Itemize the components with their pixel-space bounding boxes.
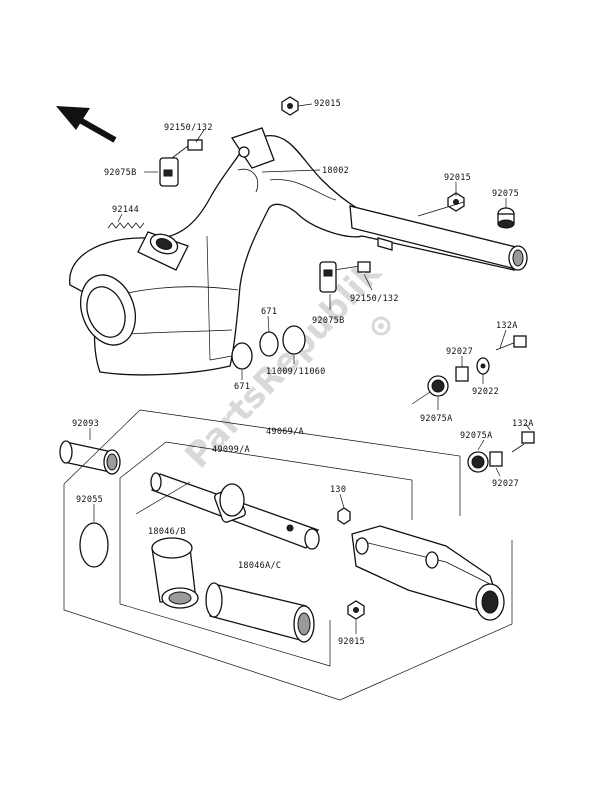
nut-92015-bottom [347, 600, 365, 620]
label-18002: 18002 [322, 166, 349, 176]
assembly-frame [63, 409, 513, 701]
spring-92144 [107, 222, 145, 229]
label-92093: 92093 [72, 419, 99, 429]
label-671-b: 671 [234, 382, 250, 392]
leader-lines [89, 103, 531, 634]
rubber-mount-92075B-mid [319, 261, 337, 293]
label-18046AC: 18046A/C [238, 561, 281, 571]
bolt-132A-a [495, 335, 527, 351]
label-92027-b: 92027 [492, 479, 519, 489]
joint-pipe-92093 [59, 440, 121, 475]
label-132A-a: 132A [496, 321, 518, 331]
bolt-132A-b [511, 431, 535, 453]
label-92055: 92055 [76, 495, 103, 505]
gear-watermark-icon [371, 316, 391, 336]
label-92015-top: 92015 [314, 99, 341, 109]
bolt-92150-top [171, 139, 203, 159]
front-direction-arrow-icon [56, 106, 117, 143]
gasket-92055 [79, 522, 109, 568]
nut-92015-top [281, 96, 299, 116]
label-49099A: 49099/A [212, 445, 250, 455]
label-92015-bottom: 92015 [338, 637, 365, 647]
rubber-92075A-a [427, 375, 449, 397]
packing-18046B [151, 537, 199, 609]
label-671-a: 671 [261, 307, 277, 317]
label-92150-132-top: 92150/132 [164, 123, 213, 133]
label-92150-132-mid: 92150/132 [350, 294, 399, 304]
label-92015-mid: 92015 [444, 173, 471, 183]
label-18046B: 18046/B [148, 527, 186, 537]
label-49069A: 49069/A [266, 427, 304, 437]
label-92075-mid: 92075 [492, 189, 519, 199]
packing-18046AC [205, 582, 315, 643]
inner-pipe-49099A [150, 472, 320, 550]
o-ring-671-a [259, 331, 279, 357]
label-92075A-b: 92075A [460, 431, 493, 441]
o-ring-671-b [231, 342, 253, 370]
label-92075A-a: 92075A [420, 414, 453, 424]
collar-92027-a [455, 366, 469, 382]
rubber-92075A-b [467, 451, 489, 473]
bolt-92150-mid [333, 261, 371, 273]
rubber-92075-mid [497, 207, 515, 229]
label-92075B-top: 92075B [104, 168, 137, 178]
collar-92027-b [489, 451, 503, 467]
part-labels: 92015 92150/132 92075B 18002 92144 92015… [72, 99, 534, 647]
expansion-chamber-18002 [69, 127, 528, 376]
rubber-mount-92075B-top [159, 157, 179, 187]
bolt-130 [337, 507, 351, 525]
silencer-49069A [351, 525, 505, 621]
gasket-11009 [282, 325, 306, 355]
label-132A-b: 132A [512, 419, 534, 429]
nut-92015-mid [447, 192, 465, 212]
label-92027-a: 92027 [446, 347, 473, 357]
label-130: 130 [330, 485, 346, 495]
label-92144: 92144 [112, 205, 139, 215]
label-92075B-mid: 92075B [312, 316, 345, 326]
washer-92022 [476, 357, 490, 375]
label-92022: 92022 [472, 387, 499, 397]
label-11009-11060: 11009/11060 [266, 367, 326, 377]
